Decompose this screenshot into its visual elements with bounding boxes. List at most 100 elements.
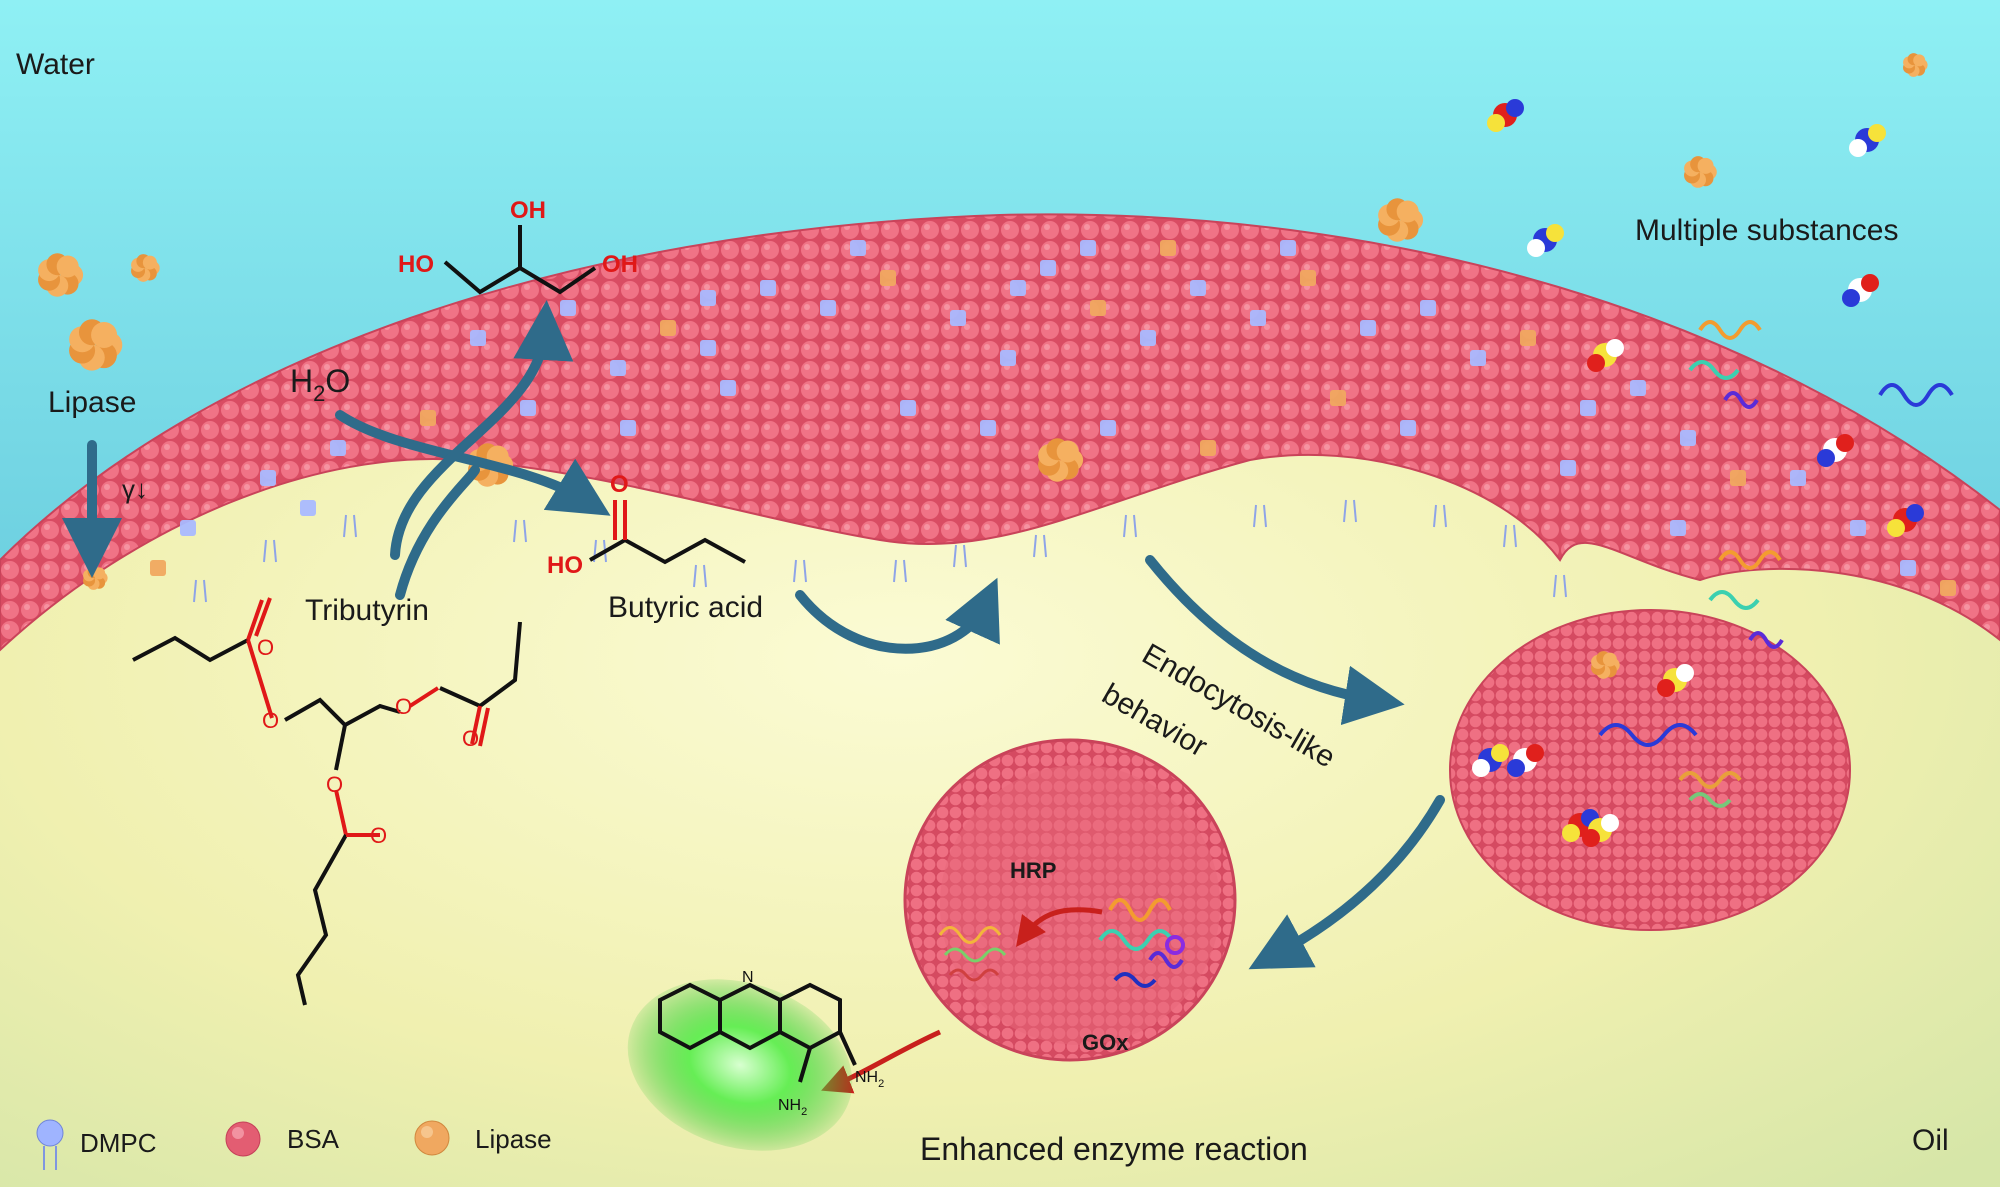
dmpc-dopant [1000,350,1016,366]
dmpc-dopant [1400,420,1416,436]
enhanced-reaction-label: Enhanced enzyme reaction [920,1131,1308,1167]
molecule-icon [1507,744,1544,777]
product-structure [658,982,857,1083]
lipase-dopant [1330,390,1346,406]
water-molecule-label: H2O [290,363,350,406]
lipase-dopant [1940,580,1956,596]
lipase-dopant [1090,300,1106,316]
dmpc-dopant [1420,300,1436,316]
dmpc-tail [693,564,707,588]
dmpc-dopant [1680,430,1696,446]
molecule-icon [1487,99,1524,132]
dmpc-dopant [1900,560,1916,576]
glycerol-arrow [390,300,574,560]
dmpc-dopant [1080,240,1096,256]
dmpc-tail [1123,514,1137,538]
lipase-cluster [1684,156,1717,188]
lipase-cluster [1591,651,1620,679]
dmpc-dopant [950,310,966,326]
dmpc-dopant [610,360,626,376]
product-n: N [742,969,754,986]
glycerol-ho-left: HO [398,251,434,278]
lipase-dopant [1520,330,1536,346]
dmpc-dopant [820,300,836,316]
dmpc-dopant [620,420,636,436]
dmpc-tail [1503,524,1517,548]
tributyrin-o6: O [370,823,387,848]
dmpc-tail [193,579,207,603]
lipase-cluster [1903,53,1928,77]
lipase-dopant [1300,270,1316,286]
lipase-dopant [150,560,166,576]
dmpc-tail [1253,504,1267,528]
dmpc-tail [1553,574,1567,598]
dmpc-dopant [260,470,276,486]
dmpc-dopant [1280,240,1296,256]
dmpc-dopant [1630,380,1646,396]
dmpc-dopant [1250,310,1266,326]
dmpc-dopant [560,300,576,316]
dmpc-dopant [980,420,996,436]
dmpc-tail [343,514,357,538]
process-arrows [62,300,1445,970]
butyric-ho: HO [547,552,583,579]
bud-enzymes [1598,550,1784,808]
lipase-dopant [1200,440,1216,456]
gamma-label: γ↓ [122,474,148,504]
molecule-icon [1582,814,1619,847]
vesicle [903,738,1237,1062]
dmpc-dopant [1100,420,1116,436]
dmpc-dopant [520,400,536,416]
dmpc-dopant [1560,460,1576,476]
glycerol-structure [443,225,597,295]
legend-item-dmpc: DMPC [36,1119,157,1170]
dmpc-dopant [1850,520,1866,536]
membrane-dopants [150,240,1956,596]
dmpc-dopant [850,240,866,256]
hrp-label: HRP [1010,858,1056,883]
legend-label-bsa: BSA [287,1124,340,1154]
dmpc-dopant [700,290,716,306]
tributyrin-o2: O [262,708,279,733]
dmpc-dopant [900,400,916,416]
tributyrin-o3: O [395,694,412,719]
dmpc-tail [793,559,807,583]
dmpc-dopant [1040,260,1056,276]
dmpc-dopant [1190,280,1206,296]
tributyrin-label: Tributyrin [305,594,429,627]
hrp-enzyme [938,926,1007,982]
gox-enzyme [1098,898,1185,988]
glycerol-oh-top: OH [510,197,546,224]
ester-arrow [395,465,480,600]
small-molecules [1472,99,1924,847]
cycle-arrow [795,577,1000,654]
dmpc-tail [513,519,527,543]
dmpc-dopant [1140,330,1156,346]
tributyrin-o4: O [462,726,479,751]
molecule-icon [1472,744,1509,777]
product-nh2-b: NH2 [778,1097,807,1118]
butyric-acid-structure [589,500,746,565]
molecule-icon [1817,434,1854,467]
dmpc-dopant [1470,350,1486,366]
dmpc-tail [953,544,967,568]
molecule-icon [1527,224,1564,257]
lipase-cluster [69,319,123,371]
tributyrin-o5: O [326,772,343,797]
dmpc-dopant [720,380,736,396]
oil-label: Oil [1912,1124,1949,1157]
lipase-cluster [38,253,84,297]
dmpc-tail [1033,534,1047,558]
dmpc-dopant [180,520,196,536]
lipase-label: Lipase [48,386,136,419]
legend-label-lipase: Lipase [475,1124,552,1154]
tributyrin-o1: O [257,635,274,660]
lipase-dopant [1160,240,1176,256]
dmpc-tails [193,499,1567,603]
molecule-icon [1849,124,1886,157]
glycerol-oh-right: OH [602,251,638,278]
endocytosis-bud [1449,609,1851,931]
dmpc-tail [1433,504,1447,528]
